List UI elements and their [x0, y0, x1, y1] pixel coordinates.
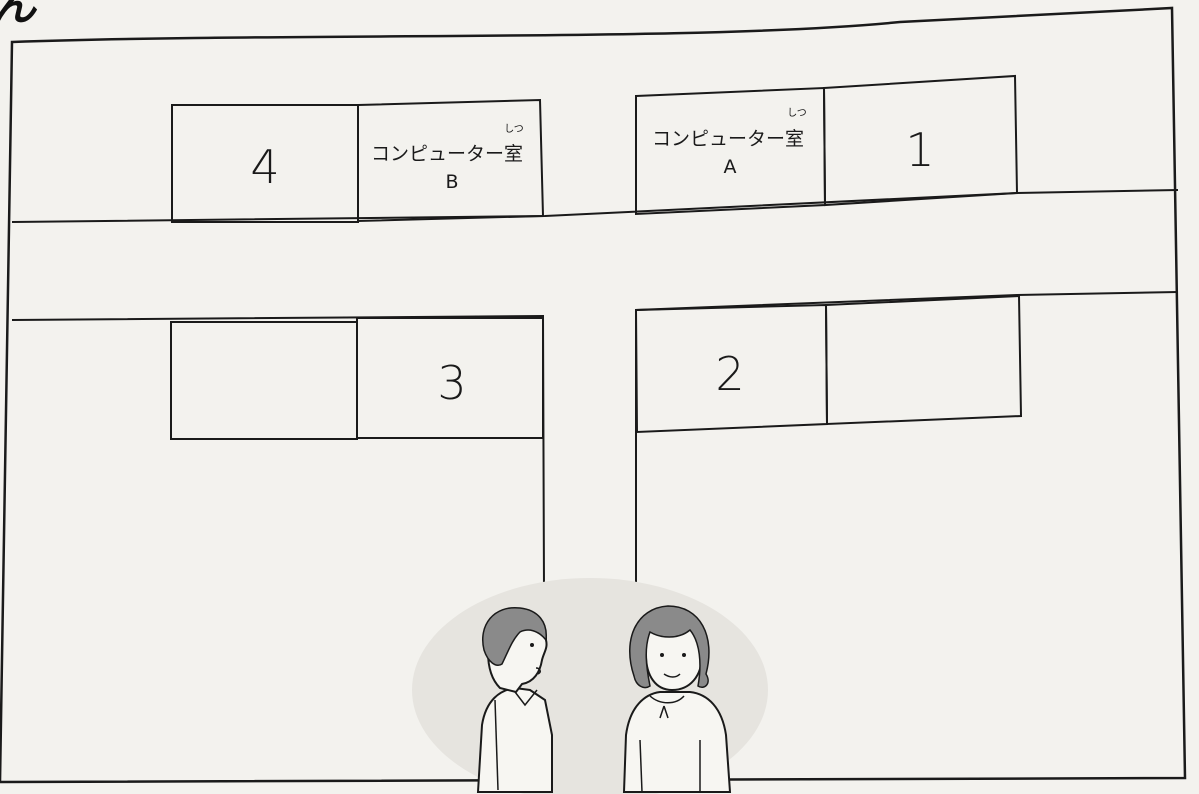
room-a-ruby: しつ: [787, 107, 806, 119]
boy-figure: [476, 607, 553, 793]
room-number-1: 1: [905, 123, 934, 177]
room-unlabeled-right[interactable]: [824, 294, 1023, 426]
heading-fragment: ん: [0, 0, 38, 31]
room-a-name: コンピューター室: [652, 128, 804, 150]
room-number-3: 3: [437, 356, 466, 410]
room-2[interactable]: 2: [634, 303, 829, 434]
corridor-top-wall: [11, 189, 1179, 223]
room-unlabeled-left[interactable]: [170, 321, 358, 440]
room-b-ruby: しつ: [504, 123, 523, 135]
computer-room-a[interactable]: しつ コンピューター室 A: [635, 86, 827, 216]
room-4[interactable]: 4: [171, 104, 359, 223]
room-a-letter: A: [724, 156, 737, 178]
people-illustration: [412, 578, 768, 794]
room-3[interactable]: 3: [356, 317, 544, 439]
corridor-bottom-wall-left: [11, 314, 545, 591]
computer-room-b[interactable]: しつ コンピューター室 B: [357, 98, 545, 223]
room-b-name: コンピューター室: [371, 143, 523, 165]
plan-frame: [0, 6, 1187, 784]
corridor-bottom-wall-right: [635, 291, 1179, 595]
room-b-letter: B: [445, 171, 458, 193]
girl-figure: [622, 605, 732, 793]
room-1[interactable]: 1: [822, 74, 1019, 207]
room-number-2: 2: [715, 347, 744, 401]
room-number-4: 4: [250, 140, 279, 194]
